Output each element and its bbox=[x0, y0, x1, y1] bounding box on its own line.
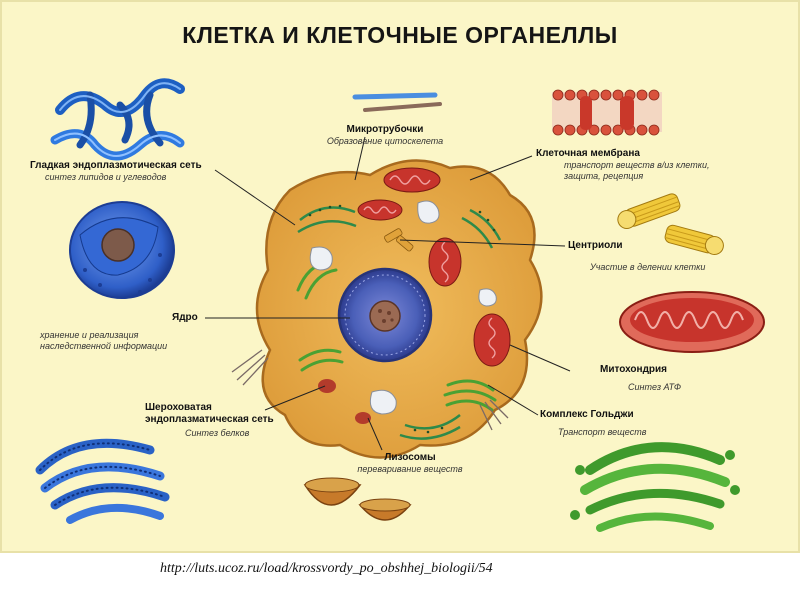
label-golgi: Комплекс Гольджи Транспорт веществ bbox=[540, 409, 670, 438]
label-mitochondria-name: Митохондрия bbox=[600, 364, 668, 375]
label-smooth-er-desc: синтез липидов и углеводов bbox=[45, 172, 167, 182]
cell-mitochondria bbox=[318, 167, 511, 424]
microtubules-illustration bbox=[352, 92, 442, 112]
label-centrioles: Центриоли Участие в делении клетки bbox=[568, 240, 728, 273]
label-nucleus: Ядро хранение и реализация наследственно… bbox=[40, 312, 210, 352]
cell-projections bbox=[231, 349, 509, 431]
label-smooth-er-name: Гладкая эндоплазмотическая сеть bbox=[30, 160, 202, 171]
ribosomes bbox=[308, 204, 496, 434]
label-microtubules: Микротрубочки Образование цитоскелета bbox=[310, 124, 460, 147]
label-nucleus-desc: хранение и реализация наследственной инф… bbox=[40, 330, 168, 351]
nucleus-illustration bbox=[69, 201, 175, 299]
label-nucleus-name: Ядро bbox=[172, 312, 198, 323]
label-microtubules-name: Микротрубочки bbox=[346, 124, 424, 135]
label-golgi-name: Комплекс Гольджи bbox=[540, 409, 634, 420]
label-cell-membrane: Клеточная мембрана транспорт веществ в/и… bbox=[536, 148, 736, 182]
label-rough-er-name: Шероховатая эндоплазматическая сеть bbox=[145, 402, 274, 425]
label-rough-er-desc: Синтез белков bbox=[185, 428, 250, 438]
golgi-illustration bbox=[570, 442, 740, 532]
label-centrioles-name: Центриоли bbox=[568, 240, 623, 251]
label-lysosomes-desc: переваривание веществ bbox=[357, 464, 463, 474]
label-lysosomes: Лизосомы переваривание веществ bbox=[340, 452, 480, 475]
source-url: http://luts.ucoz.ru/load/krossvordy_po_o… bbox=[160, 561, 493, 576]
cell-rough-er bbox=[297, 206, 502, 440]
label-mitochondria-desc: Синтез АТФ bbox=[628, 382, 681, 392]
centrioles-illustration bbox=[617, 193, 724, 256]
cell-vesicles bbox=[309, 200, 497, 415]
label-golgi-desc: Транспорт веществ bbox=[558, 427, 647, 437]
label-microtubules-desc: Образование цитоскелета bbox=[326, 136, 444, 146]
label-rough-er: Шероховатая эндоплазматическая сеть Синт… bbox=[145, 402, 275, 439]
label-mitochondria: Митохондрия Синтез АТФ bbox=[600, 364, 710, 393]
rough-er-illustration bbox=[35, 438, 170, 524]
label-centrioles-desc: Участие в делении клетки bbox=[590, 262, 706, 272]
label-cell-membrane-desc: транспорт веществ в/из клетки, защита, р… bbox=[564, 160, 710, 181]
label-smooth-er: Гладкая эндоплазмотическая сеть синтез л… bbox=[30, 160, 260, 183]
cell-nucleus bbox=[337, 267, 433, 363]
label-cell-membrane-name: Клеточная мембрана bbox=[536, 148, 640, 159]
mitochondrion-illustration bbox=[619, 291, 765, 353]
smooth-er-illustration bbox=[50, 78, 185, 161]
label-lysosomes-name: Лизосомы bbox=[384, 452, 436, 463]
lysosomes-illustration bbox=[303, 477, 412, 521]
membrane-illustration bbox=[552, 89, 662, 136]
animal-cell bbox=[231, 159, 543, 459]
poster-title: КЛЕТКА И КЛЕТОЧНЫЕ ОРГАНЕЛЛЫ bbox=[182, 22, 618, 48]
leader-lines bbox=[205, 136, 571, 451]
